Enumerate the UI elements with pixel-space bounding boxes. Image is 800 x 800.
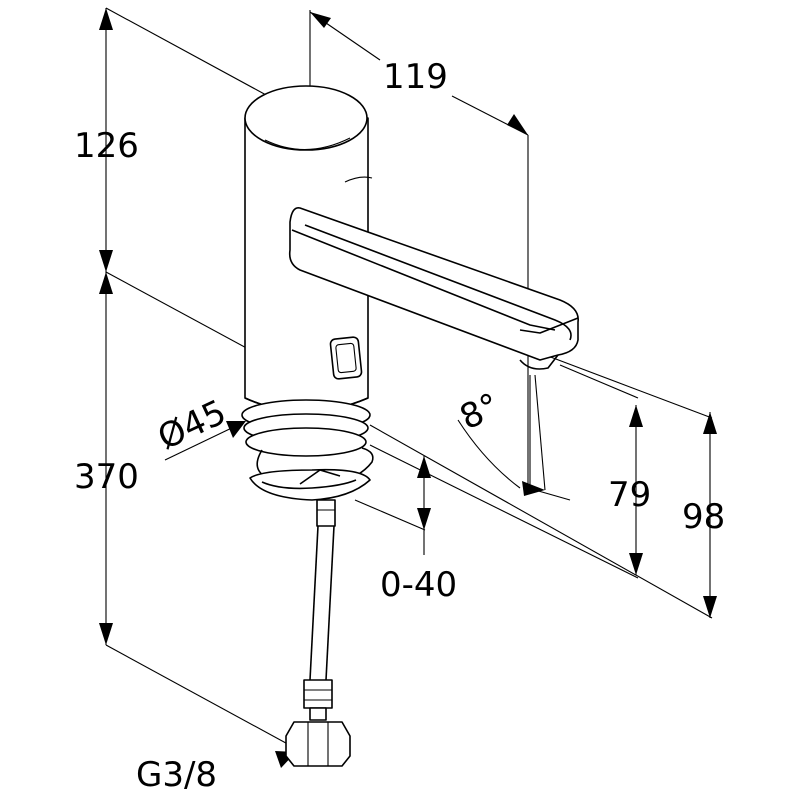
label-thread: G3/8 bbox=[136, 755, 217, 795]
label-deck-thickness: 0-40 bbox=[380, 565, 457, 605]
label-spout-height: 79 bbox=[608, 475, 651, 515]
arrowheads bbox=[99, 8, 717, 768]
faucet-base bbox=[241, 399, 374, 501]
label-height-total: 370 bbox=[74, 457, 139, 497]
label-total-projection: 98 bbox=[682, 497, 725, 537]
label-spout-reach: 119 bbox=[383, 57, 448, 97]
extension-lines bbox=[105, 7, 713, 749]
supply-hose bbox=[285, 499, 351, 767]
label-height-upper: 126 bbox=[74, 126, 139, 166]
label-angle: 8° bbox=[454, 386, 506, 439]
faucet-spout bbox=[288, 176, 579, 370]
dimension-labels: 126 370 119 Ø45 79 98 0-40 8° G3/8 bbox=[74, 57, 725, 795]
angle-indicator bbox=[457, 374, 571, 501]
dimension-lines bbox=[105, 8, 711, 645]
label-diameter: Ø45 bbox=[152, 392, 232, 458]
